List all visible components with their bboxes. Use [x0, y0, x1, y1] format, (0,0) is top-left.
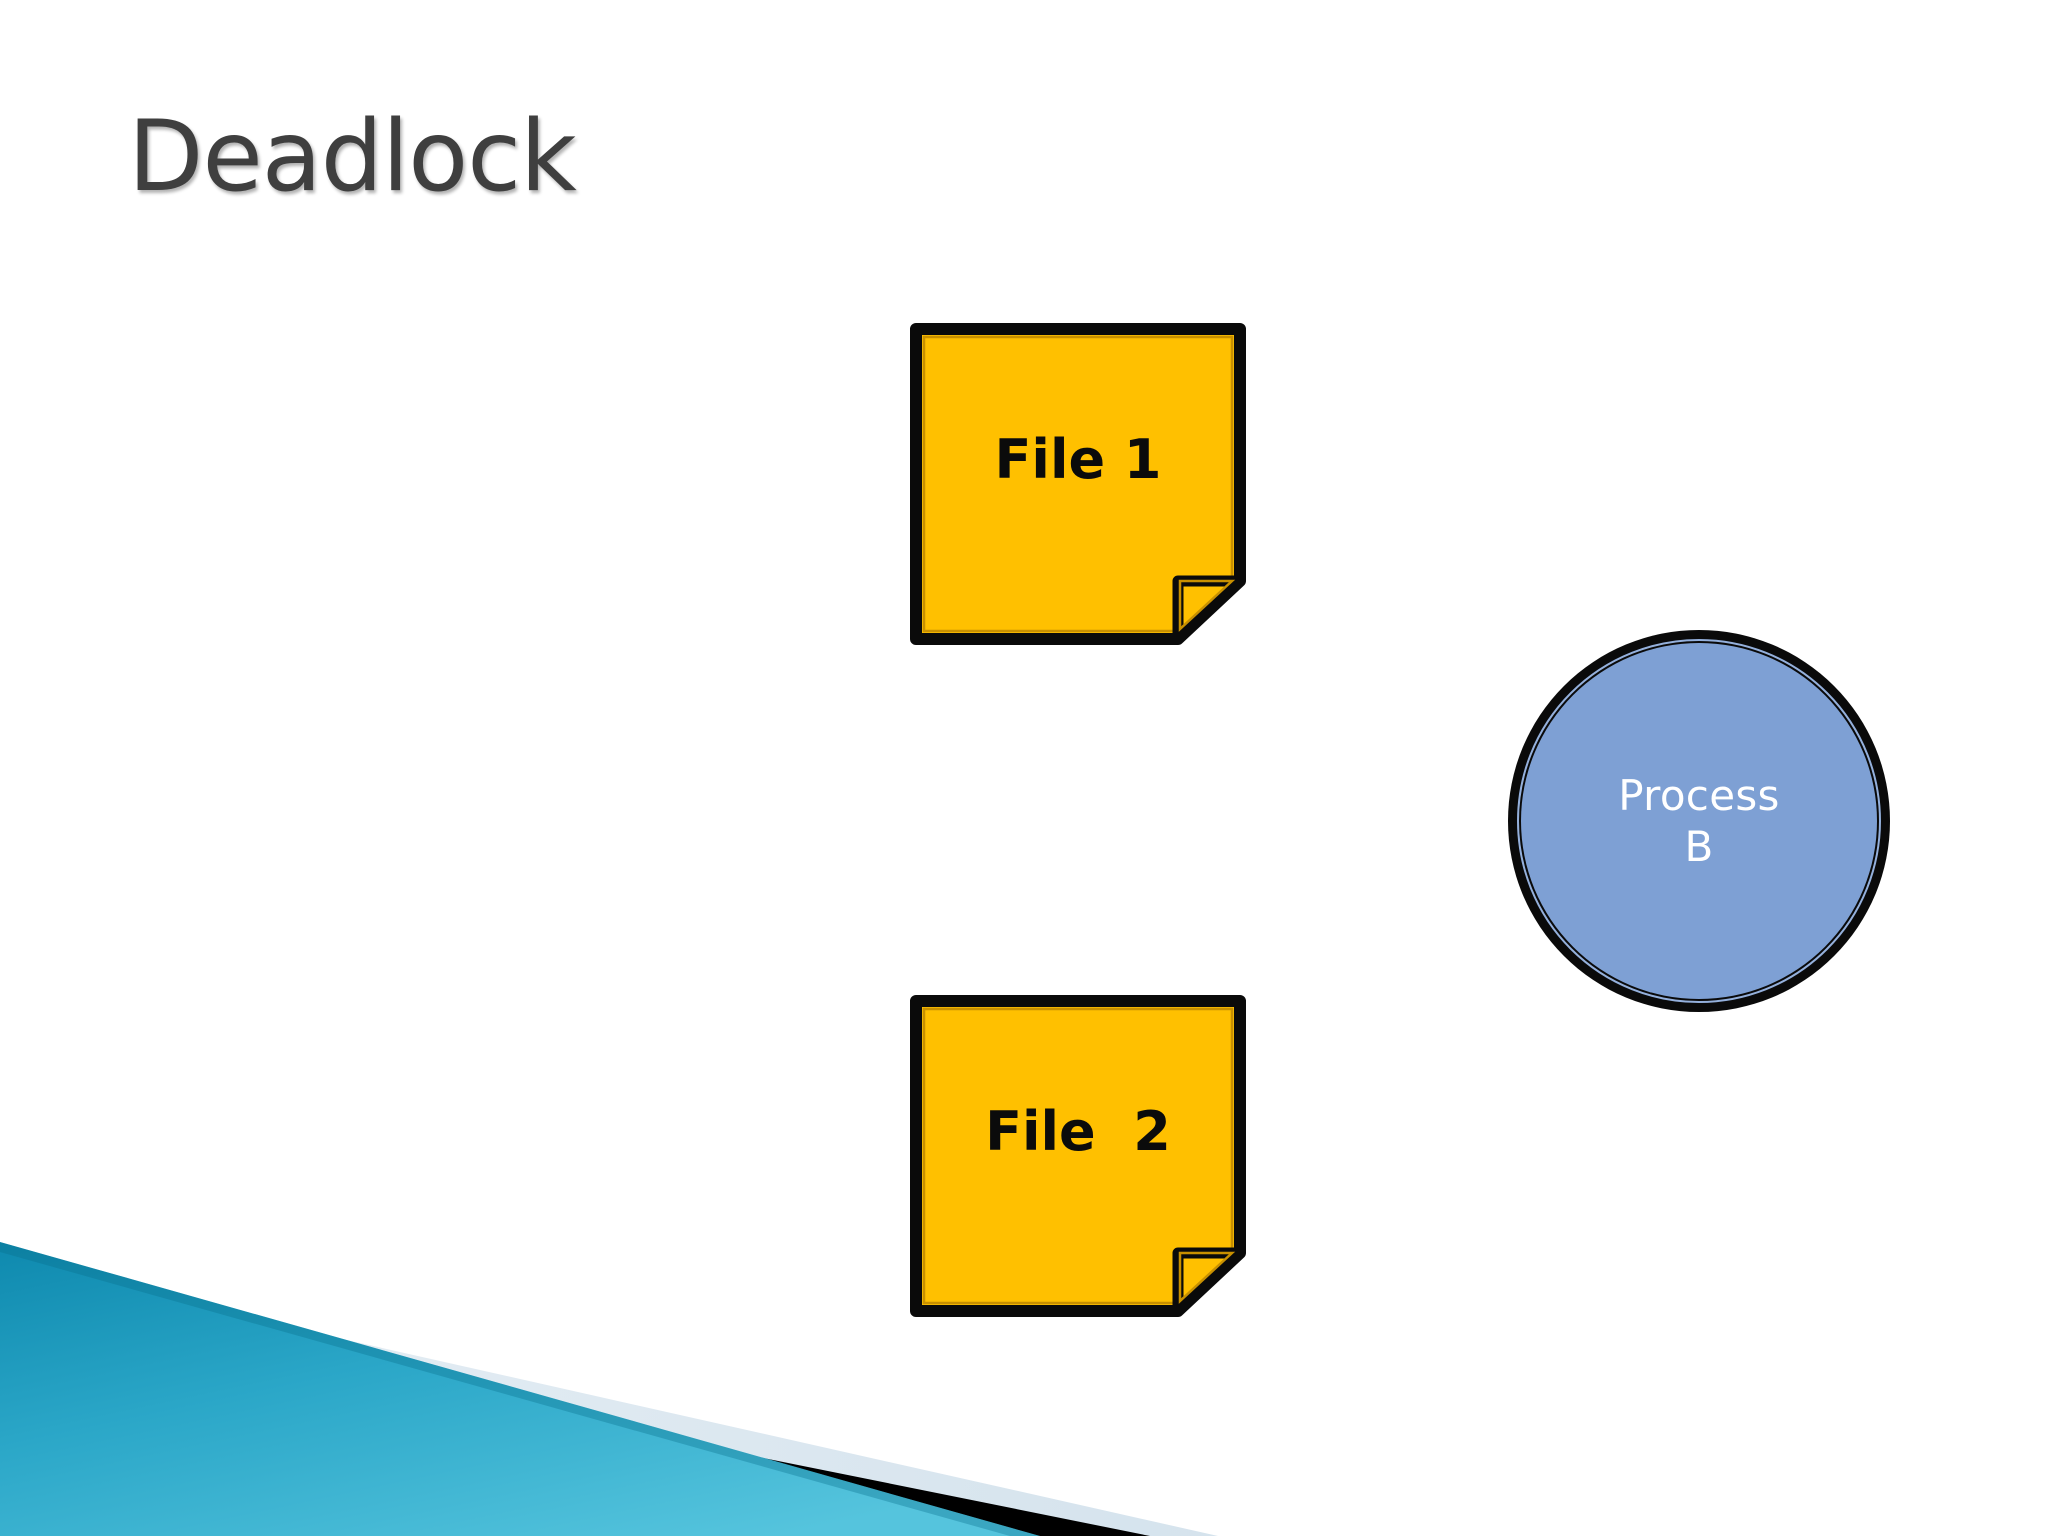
file-shape-1[interactable]: File 1 [910, 323, 1246, 645]
circle-fill [1521, 643, 1877, 999]
file-shape-1-label: File 1 [994, 428, 1162, 491]
process-node-b-label: Process B [1508, 630, 1890, 1012]
document-page-icon [910, 323, 1246, 645]
page-title: Deadlock [128, 100, 577, 214]
process-node-b-label-line1: Process [1618, 770, 1780, 820]
process-node-b-label-line2: B [1684, 822, 1714, 871]
process-node-b[interactable]: Process B [1508, 630, 1890, 1012]
file-shape-2[interactable]: File 2 [910, 995, 1246, 1317]
file-shape-2-label: File 2 [985, 1100, 1171, 1163]
